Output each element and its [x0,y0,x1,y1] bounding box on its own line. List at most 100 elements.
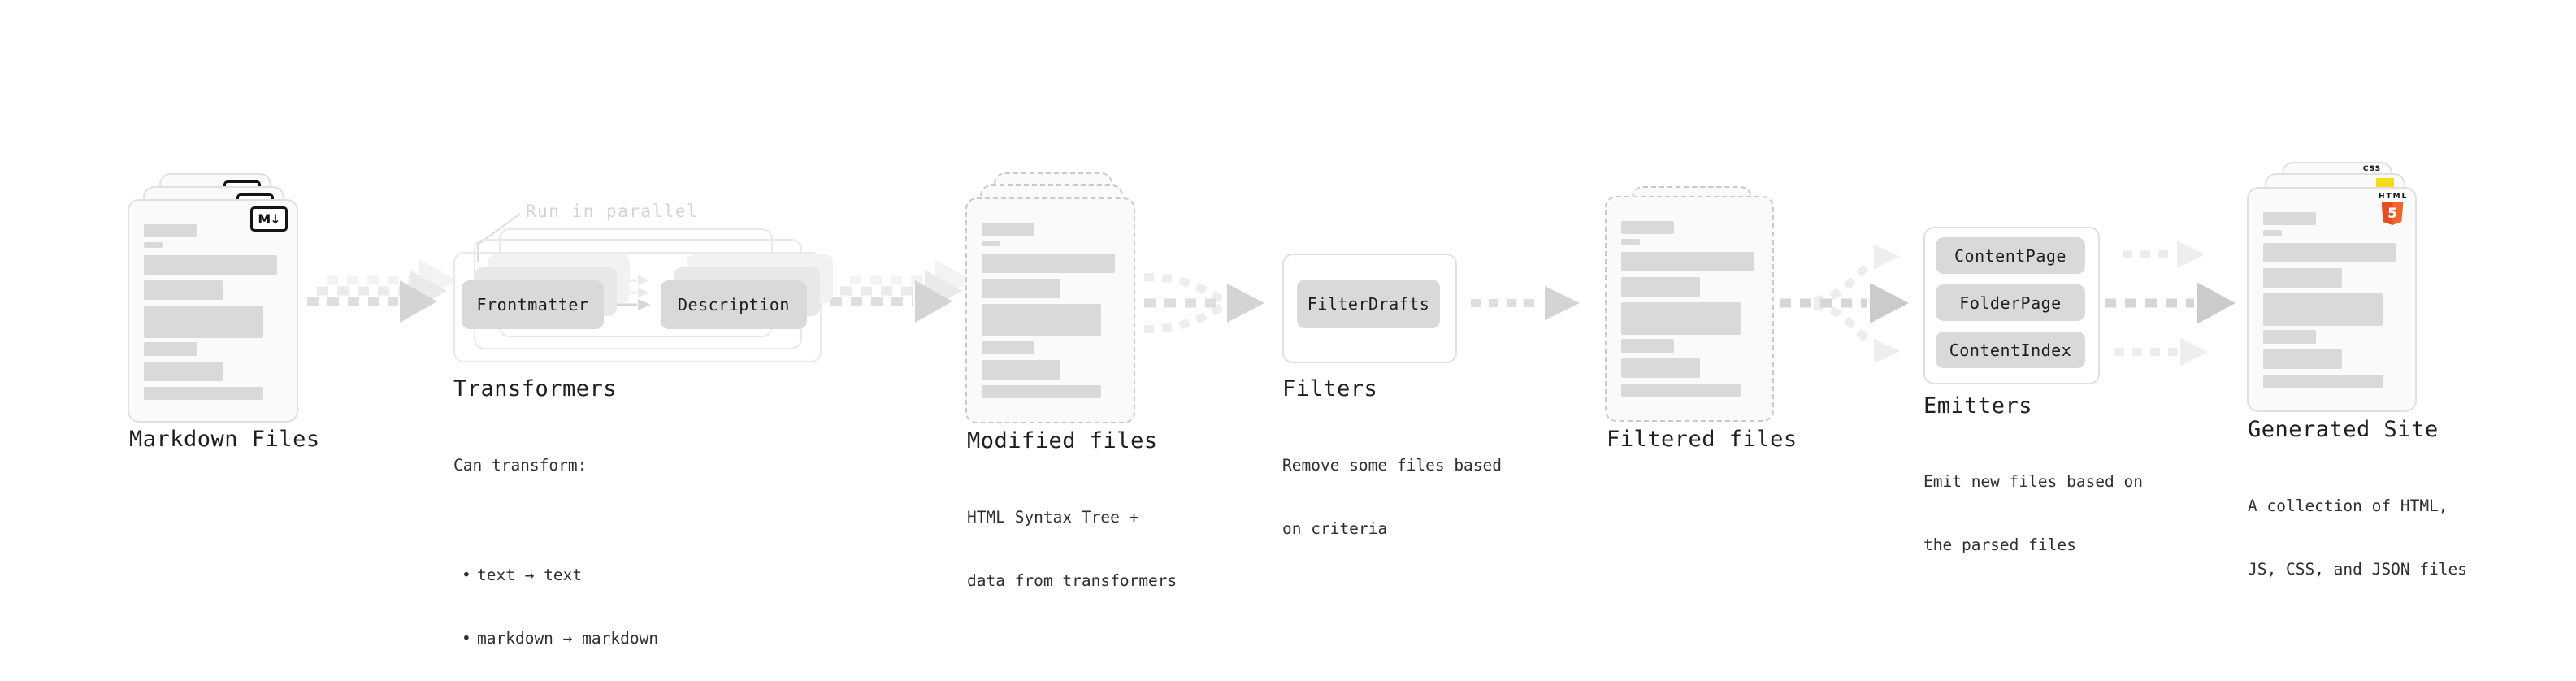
placeholder-line [1621,277,1700,297]
arrow-filters-to-filtered [1471,286,1580,320]
arrow-markdown-to-transformers [307,259,457,323]
desc-line: Emit new files based on [1923,472,2144,491]
placeholder-line [982,279,1060,298]
placeholder-line [982,360,1060,380]
placeholder-line [2263,212,2316,225]
contentindex-pill: ContentIndex [1936,332,2085,368]
bullet-text: markdown → markdown [477,628,659,648]
placeholder-line [144,387,263,400]
js-badge-icon [2376,178,2394,189]
arrow-ghost [850,259,972,301]
filterdrafts-pill: FilterDrafts [1297,280,1440,328]
placeholder-line [2263,243,2396,262]
placeholder-line [982,223,1034,236]
placeholder-line [1621,239,1640,245]
placeholder-line [982,340,1034,354]
arrow-body [1780,283,1909,323]
html5-logo-shield: 5 [2381,202,2404,225]
arrow-ghost [840,270,962,312]
arrow-filtered-to-emitters-fanout [1780,245,1909,363]
placeholder-line [982,241,1000,246]
fan-branch-top [1813,245,1900,305]
bullet-glyph: • [462,566,471,584]
placeholder-line [144,224,197,237]
frontmatter-pill: Frontmatter [462,280,604,329]
placeholder-line [1621,384,1741,397]
desc-line: the parsed files [1923,536,2076,554]
placeholder-line [1621,339,1674,353]
generated-site-description: A collection of HTML, JS, CSS, and JSON … [2248,453,2467,622]
placeholder-line [144,306,263,338]
placeholder-line [144,342,197,356]
filtered-file-card [1605,196,1774,422]
markdown-files-title: Markdown Files [129,427,320,452]
bullet-item: • markdown → markdown [453,628,658,649]
filters-title: Filters [1282,376,1378,401]
placeholder-line [1621,358,1700,378]
placeholder-line [144,280,223,300]
placeholder-line [1621,302,1741,335]
emitters-description: Emit new files based on the parsed files [1923,429,2143,598]
bullet-text: text → text [477,566,583,584]
placeholder-line [982,385,1101,398]
placeholder-line [2263,349,2342,369]
description-pill: Description [661,280,807,329]
placeholder-line [2263,330,2316,344]
placeholder-line [1621,252,1754,271]
transformers-bullet-list: •text → text •markdown → markdown •html … [453,523,658,681]
transformers-description: Can transform: • text → text • markdown → … [453,413,658,681]
parallel-arrow-top [2123,241,2205,268]
markdown-file-card: M↓ [128,199,298,423]
arrow-ghost [317,270,447,312]
placeholder-line [2263,230,2282,236]
folderpage-pill: FolderPage [1936,284,2085,321]
desc-line: A collection of HTML, [2248,497,2448,515]
css-badge-label: CSS [2362,165,2382,173]
html5-logo-icon: HTML 5 [2379,193,2406,225]
modified-files-description: HTML Syntax Tree + data from transformer… [967,465,1177,634]
placeholder-line [982,304,1101,336]
parallel-arrow-middle [2105,282,2236,324]
arrow-ghost [327,259,457,301]
arrow-modified-to-filters-merge [1143,273,1264,333]
bullet-glyph: • [462,628,471,648]
emitters-title: Emitters [1923,393,2033,419]
arrow-body [1144,284,1264,323]
filtered-files-title: Filtered files [1607,427,1798,452]
desc-line: Remove some files based [1282,456,1503,475]
transformers-desc-heading: Can transform: [453,456,588,475]
arrow-emitters-to-generated [2105,241,2236,366]
desc-line: on criteria [1282,519,1388,538]
run-in-parallel-annotation: Run in parallel [526,202,699,221]
merge-curve-top [1143,273,1226,305]
arrow-transformers-to-modified [830,259,972,323]
transformers-title: Transformers [453,376,618,401]
placeholder-line [2263,268,2342,288]
arrow-body [307,280,437,323]
placeholder-line [144,362,223,381]
desc-line: data from transformers [967,571,1177,590]
fan-branch-bottom [1813,301,1900,363]
placeholder-line [2263,375,2383,388]
desc-line: HTML Syntax Tree + [967,508,1139,527]
parallel-arrow-bottom [2114,338,2208,366]
placeholder-line [144,255,277,275]
merge-curve-bottom [1143,301,1226,333]
bullet-item: • text → text [453,565,658,586]
generated-site-title: Generated Site [2248,417,2439,442]
markdown-icon: M↓ [250,206,288,232]
placeholder-line [2263,293,2383,326]
placeholder-line [1621,221,1674,234]
desc-line: JS, CSS, and JSON files [2248,560,2468,579]
placeholder-line [144,242,163,248]
arrow-body [830,280,952,323]
html5-logo-number: 5 [2387,205,2397,222]
html5-logo-word: HTML [2379,193,2409,201]
contentpage-pill: ContentPage [1936,237,2085,274]
generated-file-card: HTML 5 [2247,187,2417,412]
modified-files-title: Modified files [967,428,1158,453]
modified-file-card [965,197,1135,423]
arrow-body [1471,286,1580,320]
transformer-layer-front [453,252,822,362]
